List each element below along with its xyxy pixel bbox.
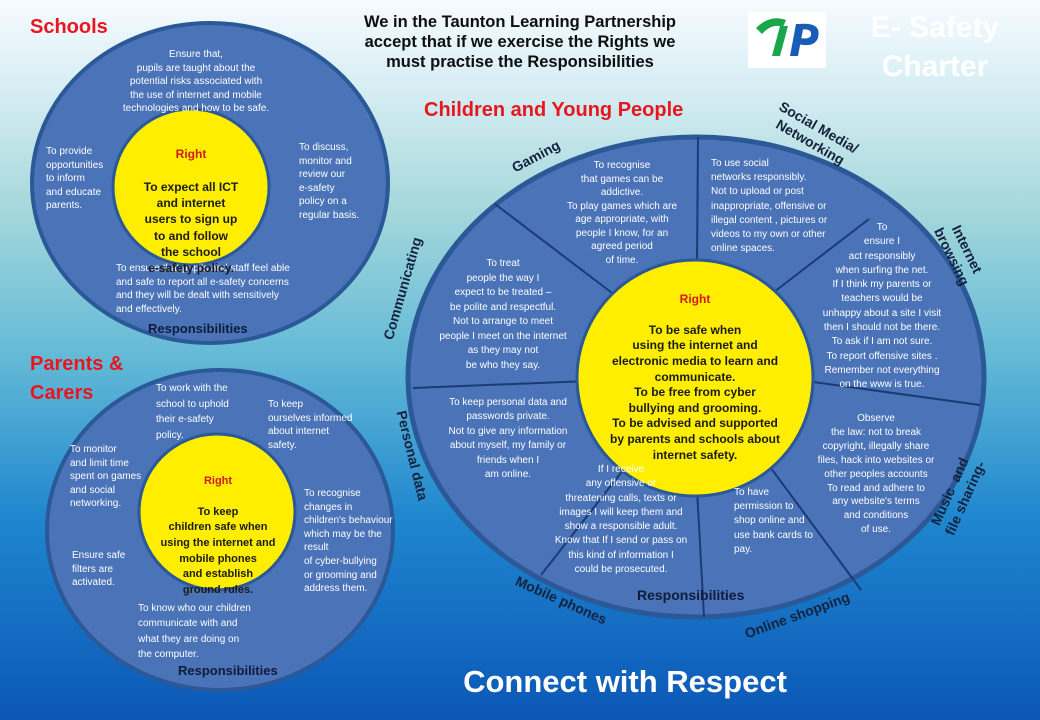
schools-item-2: To provide opportunities to inform and e… bbox=[46, 146, 104, 212]
parents-item-4: To recognise changes in children's behav… bbox=[304, 488, 393, 595]
footer-slogan: Connect with Respect bbox=[463, 664, 787, 699]
children-item-music: Observe the law: not to break copyright,… bbox=[817, 413, 935, 536]
tlp-logo-mark bbox=[756, 18, 819, 56]
charter-title: E- Safety Charter bbox=[870, 11, 1000, 83]
schools-right-label: Right bbox=[175, 147, 207, 162]
children-right-text: To be safe when using the internet and e… bbox=[609, 322, 781, 462]
parents-item-1: To work with the school to uphold their … bbox=[156, 383, 229, 441]
schools-right-circle bbox=[111, 107, 271, 267]
parents-item-5: Ensure safe filters are activated. bbox=[72, 550, 126, 589]
children-item-gaming: To recognise that games can be addictive… bbox=[566, 160, 678, 266]
children-heading: Children and Young People bbox=[424, 99, 684, 121]
children-right: Right To be safe when using the internet… bbox=[594, 276, 796, 463]
parents-heading: Parents & Carers bbox=[30, 353, 124, 404]
children-item-mobile: If I receive any offensive or threatenin… bbox=[554, 464, 688, 576]
parents-item-6: To know who our children communicate wit… bbox=[138, 603, 251, 660]
schools-heading: Schools bbox=[30, 16, 108, 38]
schools-right-text: To expect all ICT and internet users to … bbox=[143, 179, 239, 276]
schools-item-3: To discuss, monitor and review our e-saf… bbox=[299, 142, 360, 221]
parents-item-3: To monitor and limit time spent on games… bbox=[70, 444, 142, 510]
parents-right-text: To keep children safe when using the int… bbox=[160, 505, 276, 596]
partnership-statement: We in the Taunton Learning Partnership a… bbox=[364, 13, 676, 71]
children-item-communicating: To treat people the way I expect to be t… bbox=[439, 258, 567, 371]
children-responsibilities-label: Responsibilities bbox=[637, 587, 745, 603]
children-right-label: Right bbox=[679, 291, 711, 306]
children-sector-lines bbox=[412, 136, 981, 618]
children-item-social: To use social networks responsibly. Not … bbox=[711, 158, 828, 255]
parents-item-2: To keep ourselves informed about interne… bbox=[268, 399, 353, 451]
schools-item-1: Ensure that, pupils are taught about the… bbox=[122, 49, 270, 115]
parents-right-circle bbox=[137, 432, 297, 592]
schools-responsibilities-label: Responsibilities bbox=[148, 321, 248, 336]
children-item-shopping: To have permission to shop online and us… bbox=[734, 487, 813, 555]
children-right-circle bbox=[575, 258, 815, 498]
parents-right-label: Right bbox=[203, 474, 233, 487]
parents-responsibilities-label: Responsibilities bbox=[178, 663, 278, 678]
children-item-personal: To keep personal data and passwords priv… bbox=[448, 397, 568, 481]
schools-item-4: To ensure that pupils and staff feel abl… bbox=[116, 263, 290, 315]
parents-right: Right To keep children safe when using t… bbox=[148, 458, 288, 598]
children-item-internet: To ensure I act responsibly when surfing… bbox=[822, 222, 942, 391]
schools-right: Right To expect all ICT and internet use… bbox=[118, 130, 264, 277]
